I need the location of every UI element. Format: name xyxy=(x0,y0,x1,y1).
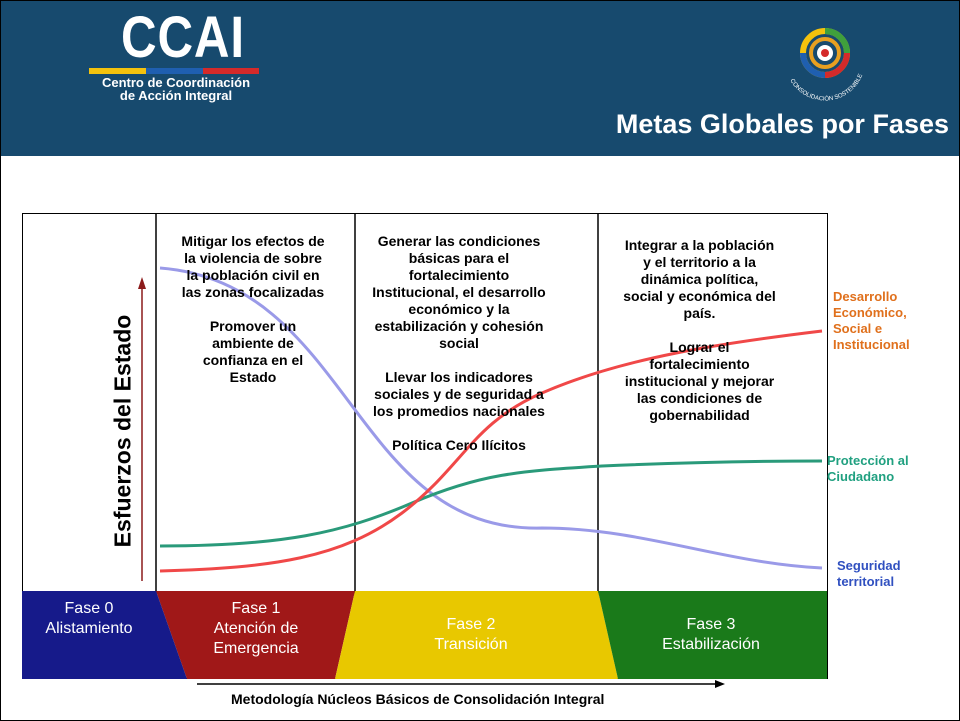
page-title: Metas Globales por Fases xyxy=(615,109,949,139)
phase-1-subtitle: Atención de xyxy=(213,620,299,637)
phase-1-subtitle: Emergencia xyxy=(213,640,299,657)
curve-label-desarrollo: Desarrollo Económico, Social e Instituci… xyxy=(833,289,910,353)
column-1-line: Mitigar los efectos de xyxy=(181,233,325,249)
logo-color-stripe xyxy=(89,68,259,74)
phase-0-label: Fase 0 Alistamiento xyxy=(22,599,156,639)
column-3-line: Lograr el xyxy=(669,339,730,355)
curve-label-line: Ciudadano xyxy=(827,469,895,484)
column-2-line: Generar las condiciones xyxy=(377,233,541,249)
curve-label-line: Protección al xyxy=(827,453,909,468)
header-banner: CCAI Centro de Coordinación de Acción In… xyxy=(1,1,959,156)
curve-label-proteccion: Protección al Ciudadano xyxy=(827,453,909,485)
column-1-line: la población civil en xyxy=(186,267,320,283)
column-2-line: Llevar los indicadores xyxy=(385,369,533,385)
y-axis-arrowhead xyxy=(138,277,146,289)
phase-band-2 xyxy=(335,591,618,679)
logo-subtitle-line-2: de Acción Integral xyxy=(119,88,233,103)
consolidacion-seal-icon: CONSOLIDACIÓN SOSTENIBLE xyxy=(788,28,864,103)
phases-diagram xyxy=(22,213,828,679)
x-axis-arrow xyxy=(197,680,725,688)
phase-0-subtitle: Alistamiento xyxy=(45,620,133,637)
column-3-line: social y económica del xyxy=(623,288,776,304)
curve-label-line: territorial xyxy=(837,574,895,589)
column-1-line: Estado xyxy=(229,369,277,385)
phase-band-1 xyxy=(156,591,355,679)
column-1-line: las zonas focalizadas xyxy=(181,284,325,300)
column-3-line: las condiciones de xyxy=(636,390,763,406)
curve-label-seguridad: Seguridad territorial xyxy=(837,558,901,590)
phase-band-1-shard xyxy=(156,591,187,679)
phase-3-label: Fase 3 Estabilización xyxy=(621,615,801,655)
curve-label-line: Seguridad xyxy=(837,558,901,573)
column-2-text: Generar las condiciones básicas para el … xyxy=(359,233,559,454)
column-3-line: gobernabilidad xyxy=(649,407,750,423)
column-1-line: la violencia de sobre xyxy=(184,250,322,266)
column-2-line: básicas para el xyxy=(408,250,510,266)
curve-label-line: Desarrollo xyxy=(833,289,898,304)
x-axis-label: Metodología Núcleos Básicos de Consolida… xyxy=(231,691,605,707)
phase-3-subtitle: Estabilización xyxy=(662,636,760,653)
phase-3-name: Fase 3 xyxy=(686,616,736,633)
column-3-line: país. xyxy=(683,305,716,321)
phase-band-0 xyxy=(22,591,156,679)
column-1-line: Promover un xyxy=(209,318,297,334)
column-2-line: estabilización y cohesión xyxy=(374,318,544,334)
curve-label-line: Social e xyxy=(833,321,883,336)
phase-band-3 xyxy=(598,591,827,679)
column-3-text: Integrar a la población y el territorio … xyxy=(607,237,792,424)
curve-label-line: Institucional xyxy=(833,337,910,352)
column-1-line: ambiente de xyxy=(212,335,294,351)
ccai-logo-text: CCAI xyxy=(121,5,245,70)
column-3-line: Integrar a la población xyxy=(624,237,775,253)
phase-2-subtitle: Transición xyxy=(434,636,508,653)
column-2-line: sociales y de seguridad a xyxy=(374,386,544,402)
column-2-line: social xyxy=(439,335,479,351)
phase-0-name: Fase 0 xyxy=(64,600,114,617)
y-axis-label: Esfuerzos del Estado xyxy=(109,314,136,548)
column-2-line: económico y la xyxy=(408,301,510,317)
column-2-line: fortalecimiento xyxy=(408,267,510,283)
curve-seguridad-territorial xyxy=(159,266,823,570)
logo-subtitle-line-1: Centro de Coordinación xyxy=(101,75,251,90)
curve-proteccion-ciudadano xyxy=(159,459,823,548)
column-2-line: los promedios nacionales xyxy=(373,403,545,419)
phase-2-label: Fase 2 Transición xyxy=(371,615,571,655)
phase-2-name: Fase 2 xyxy=(446,616,496,633)
curve-label-line: Económico, xyxy=(833,305,907,320)
column-1-text: Mitigar los efectos de la violencia de s… xyxy=(159,233,347,386)
column-3-line: institucional y mejorar xyxy=(624,373,775,389)
column-3-line: y el territorio a la xyxy=(643,254,756,270)
curve-desarrollo-economico xyxy=(159,329,823,573)
column-2-line: Institucional, el desarrollo xyxy=(372,284,546,300)
logo-subtitle: Centro de Coordinación de Acción Integra… xyxy=(71,76,281,102)
column-2-line: Política Cero Ilícitos xyxy=(392,437,526,453)
column-3-line: fortalecimiento xyxy=(649,356,750,372)
phase-1-name: Fase 1 xyxy=(231,600,281,617)
phase-1-label: Fase 1 Atención de Emergencia xyxy=(171,599,341,659)
column-3-line: dinámica política, xyxy=(640,271,759,287)
column-1-line: confianza en el xyxy=(202,352,304,368)
